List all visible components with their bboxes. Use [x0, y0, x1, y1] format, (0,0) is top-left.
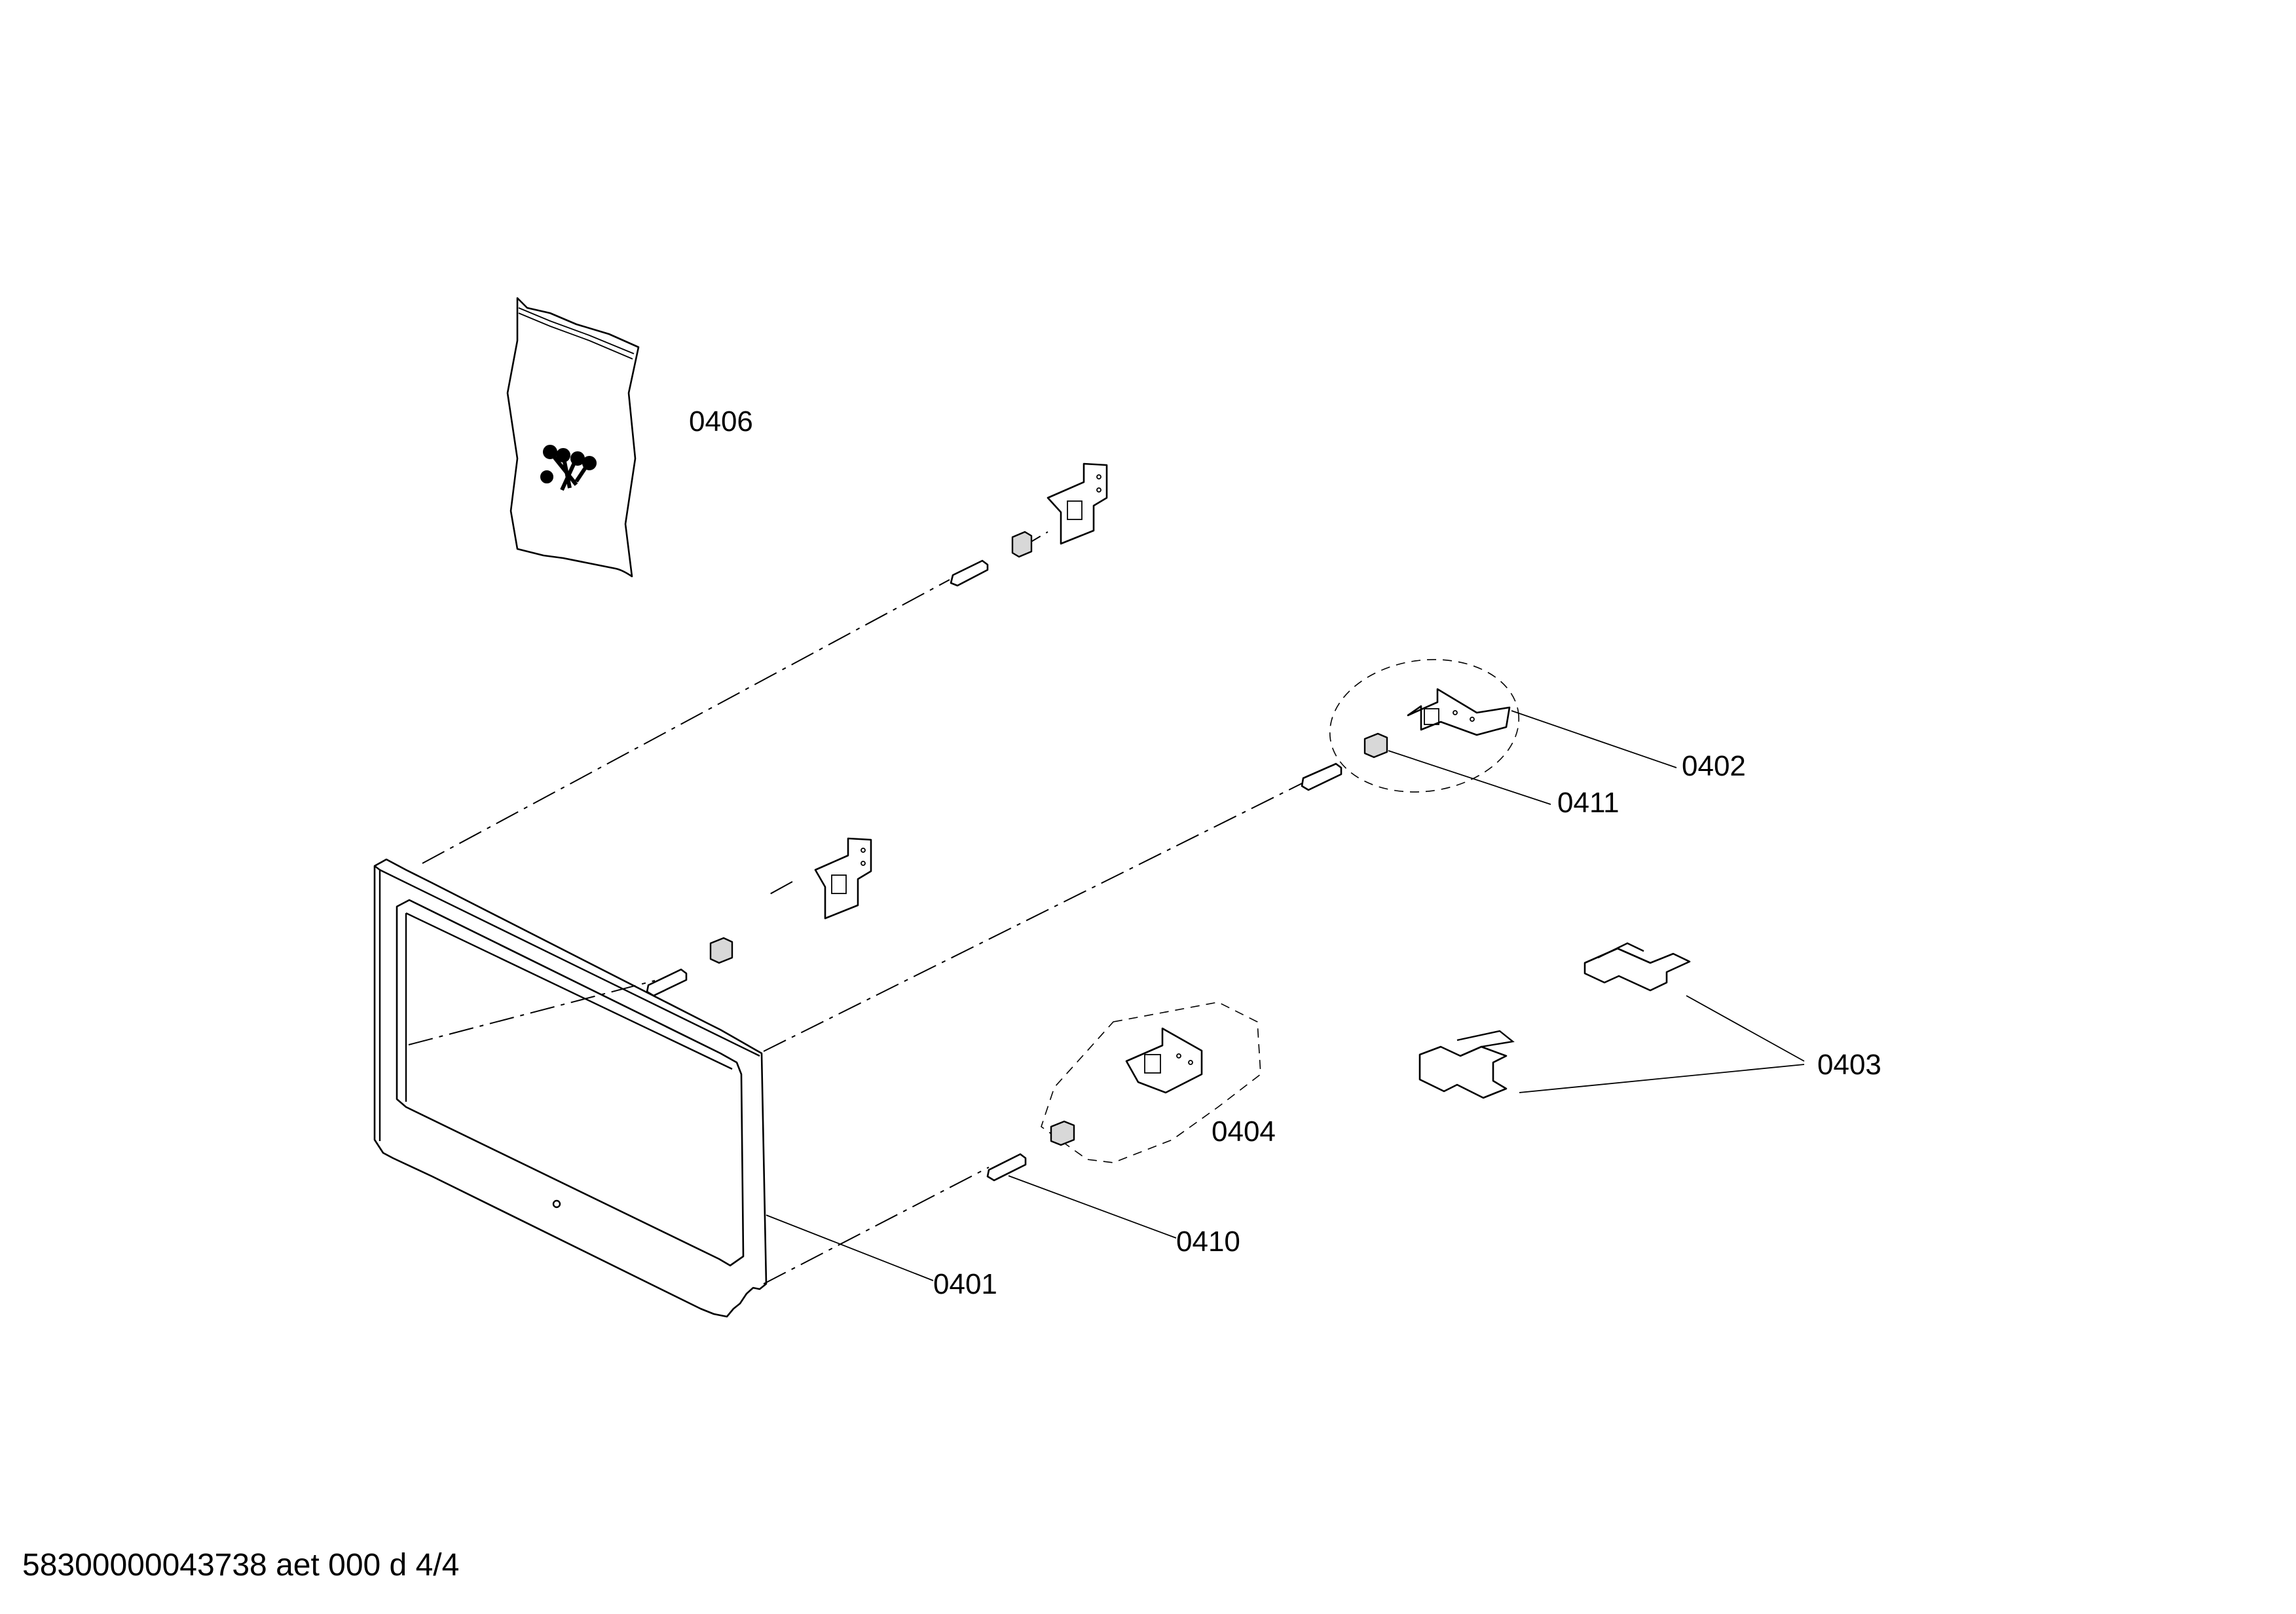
label-0401: 0401	[933, 1268, 997, 1300]
label-0411: 0411	[1557, 787, 1620, 819]
label-0404: 0404	[1212, 1116, 1276, 1148]
screw-bag-part	[506, 297, 640, 578]
label-0403: 0403	[1817, 1049, 1881, 1081]
hinge-group-0404	[986, 1002, 1261, 1182]
label-0402: 0402	[1682, 750, 1746, 782]
hinge-group-0402	[1301, 659, 1520, 793]
hinge-set-middle	[646, 837, 872, 997]
hinge-set-top	[950, 462, 1108, 587]
label-0410: 0410	[1176, 1226, 1240, 1258]
document-footer: 58300000043738 aet 000 d 4/4	[22, 1548, 460, 1583]
label-0406: 0406	[689, 405, 753, 438]
brackets-0403	[1418, 942, 1691, 1099]
leader-lines	[766, 710, 1805, 1281]
frame-part	[373, 858, 768, 1318]
assembly-lines	[408, 531, 1310, 1285]
screws-in-bag-icon	[540, 445, 597, 491]
